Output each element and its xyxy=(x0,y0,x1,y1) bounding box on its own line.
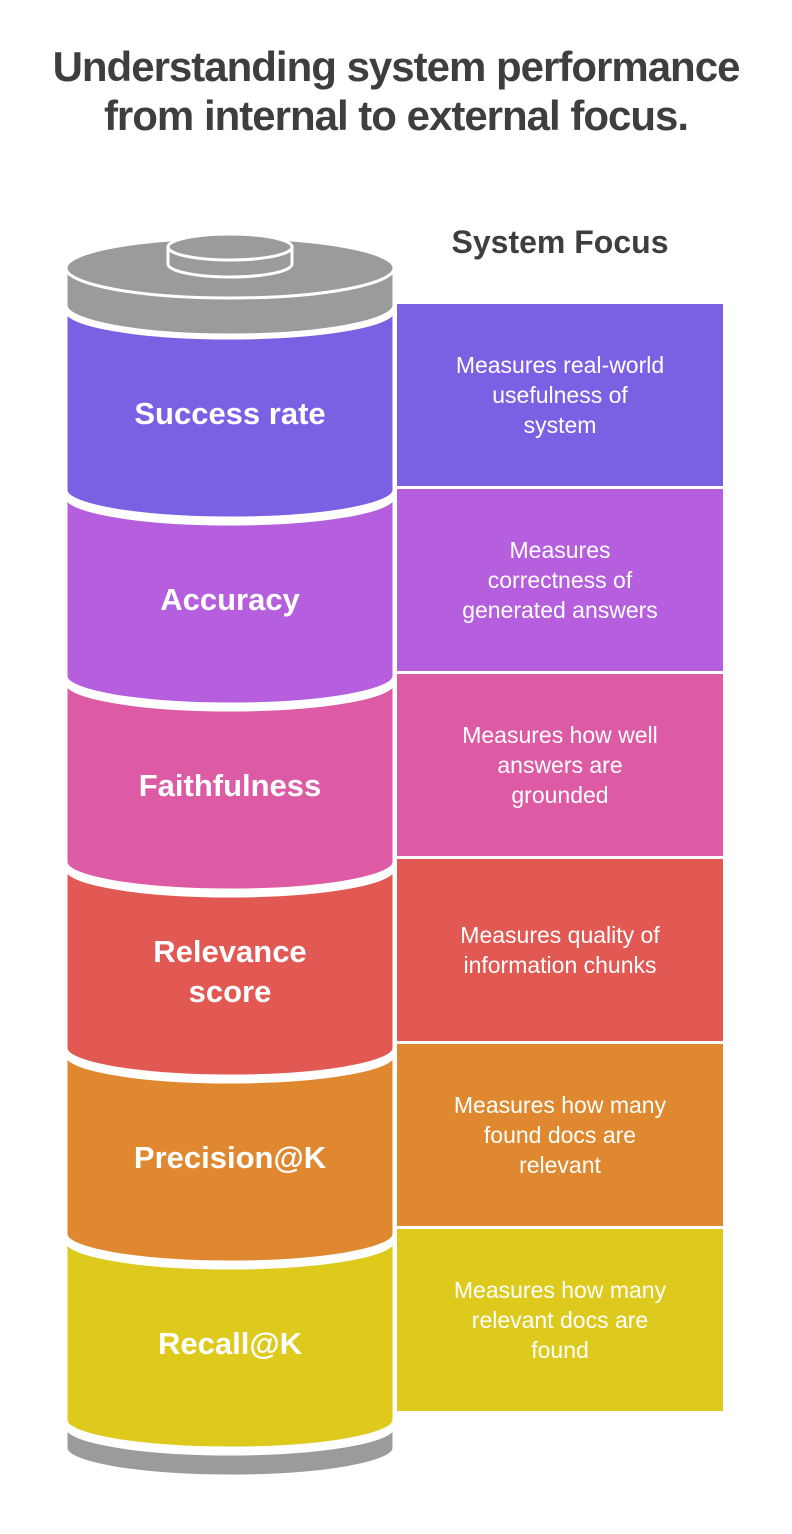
page-title-line-2: from internal to external focus. xyxy=(103,92,689,139)
focus-box-relevance-score: Measures quality of information chunks xyxy=(397,859,723,1041)
segment-label-success-rate: Success rate xyxy=(66,354,394,474)
segment-label-accuracy: Accuracy xyxy=(66,540,394,660)
text-line: Precision@K xyxy=(133,1140,327,1175)
battery-base xyxy=(64,1425,396,1478)
text-line: generated answers xyxy=(462,597,658,623)
battery-segment-relevance-score xyxy=(64,867,396,1078)
battery-segment-accuracy xyxy=(64,495,396,706)
text-line: Measures real-world xyxy=(455,352,665,378)
text-line: Success rate xyxy=(134,396,326,431)
text-line: system xyxy=(523,412,597,438)
segment-label-recall-at-k: Recall@K xyxy=(66,1284,394,1404)
text-line: Accuracy xyxy=(160,582,300,617)
focus-box-accuracy: Measures correctness of generated answers xyxy=(397,489,723,671)
battery-segment-success-rate xyxy=(64,309,396,520)
page-title: Understanding system performance from in… xyxy=(0,42,792,140)
segment-label-faithfulness: Faithfulness xyxy=(66,726,394,846)
text-line: information chunks xyxy=(463,952,657,978)
column-header-system-focus: System Focus xyxy=(451,223,669,260)
text-line: Measures xyxy=(509,537,611,563)
text-line: Measures how many xyxy=(453,1092,667,1118)
segment-label-precision-at-k: Precision@K xyxy=(66,1098,394,1218)
text-line: correctness of xyxy=(487,567,633,593)
text-line: score xyxy=(188,974,272,1009)
text-line: Measures how many xyxy=(453,1277,667,1303)
battery-segment-faithfulness xyxy=(64,681,396,892)
battery-knob-top xyxy=(166,232,294,262)
focus-box-recall-at-k: Measures how many relevant docs are found xyxy=(397,1229,723,1411)
text-line: found xyxy=(531,1337,589,1363)
text-line: Faithfulness xyxy=(138,768,322,803)
text-line: Relevance xyxy=(153,934,307,969)
text-line: answers are xyxy=(497,752,623,778)
focus-box-success-rate: Measures real-world usefulness of system xyxy=(397,304,723,486)
battery-segment-precision-at-k xyxy=(64,1053,396,1264)
text-line: relevant docs are xyxy=(471,1307,649,1333)
text-line: Recall@K xyxy=(158,1326,302,1361)
page-title-line-1: Understanding system performance xyxy=(52,43,741,90)
text-line: Measures how well xyxy=(462,722,658,748)
text-line: relevant xyxy=(519,1152,601,1178)
text-line: usefulness of xyxy=(492,382,628,408)
battery-segment-recall-at-k xyxy=(64,1239,396,1450)
text-line: found docs are xyxy=(483,1122,637,1148)
focus-box-precision-at-k: Measures how many found docs are relevant xyxy=(397,1044,723,1226)
text-line: grounded xyxy=(511,782,609,808)
focus-box-faithfulness: Measures how well answers are grounded xyxy=(397,674,723,856)
segment-label-relevance-score: Relevance score xyxy=(66,912,394,1032)
text-line: Measures quality of xyxy=(460,922,660,948)
